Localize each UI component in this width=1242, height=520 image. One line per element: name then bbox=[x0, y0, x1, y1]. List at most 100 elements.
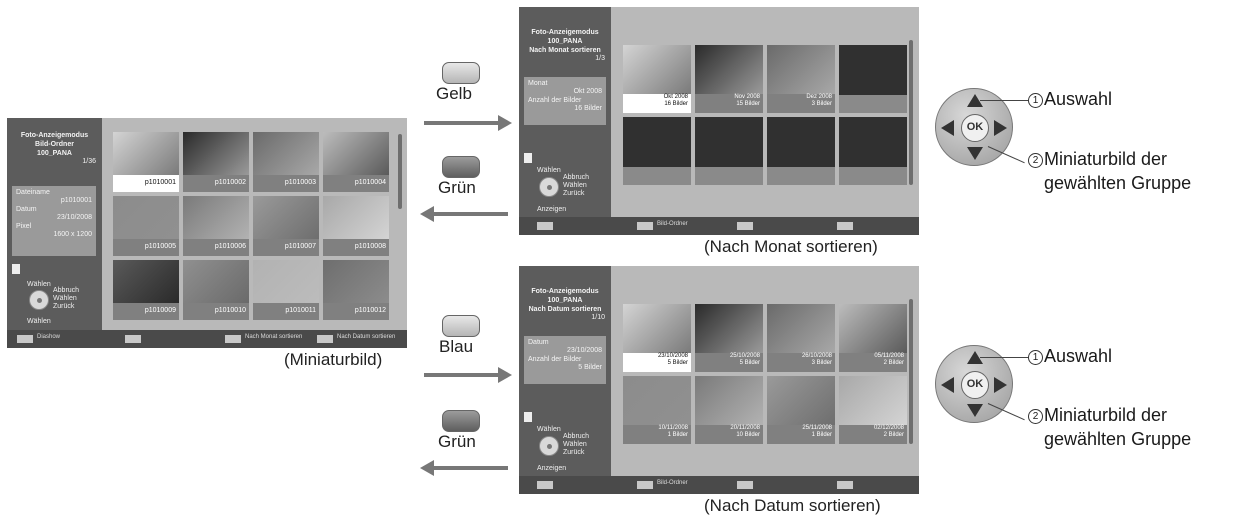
thumbnail[interactable]: p1010009 bbox=[113, 260, 179, 320]
folder-name: 100_PANA bbox=[547, 37, 583, 45]
info-label: Monat bbox=[528, 80, 548, 87]
bottom-bar: Bild-Ordner bbox=[519, 476, 919, 494]
caption-date: (Nach Datum sortieren) bbox=[704, 496, 881, 515]
group-info-box: Monat Okt 2008 Anzahl der Bilder 16 Bild… bbox=[524, 77, 606, 125]
photo-image bbox=[695, 376, 763, 425]
group-info-box: Datum 23/10/2008 Anzahl der Bilder 5 Bil… bbox=[524, 336, 606, 384]
down-arrow-icon bbox=[967, 404, 983, 417]
group-date: 10/11/2008 bbox=[658, 424, 688, 431]
page-count: 1/3 bbox=[595, 55, 605, 63]
thumbnail[interactable]: p1010012 bbox=[323, 260, 389, 320]
number-two-icon: 2 bbox=[1028, 153, 1043, 168]
select-label: Auswahl bbox=[1044, 89, 1113, 109]
scrollbar[interactable] bbox=[909, 299, 913, 444]
photo-image bbox=[113, 196, 179, 240]
thumbnail[interactable]: p1010002 bbox=[183, 132, 249, 192]
nav-select-label: Wählen bbox=[537, 426, 561, 433]
photo-image bbox=[113, 132, 179, 176]
down-arrow-icon bbox=[967, 147, 983, 160]
caption-month: (Nach Monat sortieren) bbox=[704, 237, 878, 256]
nav-back-label: Zurück bbox=[563, 190, 585, 197]
nav-view-label: Anzeigen bbox=[537, 465, 567, 472]
group-count: 15 Bilder bbox=[736, 100, 760, 107]
empty-thumbnail bbox=[767, 117, 835, 185]
blue-button-icon bbox=[442, 315, 480, 337]
thumbnail[interactable]: p1010003 bbox=[253, 132, 319, 192]
thumbnail[interactable]: p1010006 bbox=[183, 196, 249, 256]
leader-line bbox=[980, 100, 1028, 101]
photo-image bbox=[623, 304, 691, 353]
up-arrow-icon bbox=[967, 351, 983, 364]
folder-view-label: Bild-Ordner bbox=[657, 221, 688, 227]
green-key-icon bbox=[637, 222, 653, 230]
arrow-right-icon bbox=[424, 367, 512, 383]
number-two-icon: 2 bbox=[1028, 409, 1043, 424]
empty-thumbnail bbox=[695, 117, 763, 185]
file-name: p1010007 bbox=[284, 243, 316, 251]
group-date: 25/11/2008 bbox=[802, 424, 832, 431]
yellow-button-label: Gelb bbox=[436, 84, 472, 103]
info-label: Dateiname bbox=[16, 189, 50, 196]
photo-image bbox=[113, 260, 179, 304]
file-name: p1010009 bbox=[144, 307, 176, 315]
info-label: Datum bbox=[528, 339, 549, 346]
file-info-box: Dateiname p1010001 Datum 23/10/2008 Pixe… bbox=[12, 186, 96, 256]
info-label: Anzahl der Bilder bbox=[528, 355, 582, 363]
file-name: p1010012 bbox=[354, 307, 386, 315]
arrow-left-icon bbox=[420, 206, 508, 222]
photo-image bbox=[183, 260, 249, 304]
scrollbar[interactable] bbox=[909, 40, 913, 185]
info-label: Pixel bbox=[16, 222, 32, 230]
sort-date-label: Nach Datum sortieren bbox=[337, 334, 396, 340]
group-count: 1 Bilder bbox=[667, 431, 688, 438]
group-date: 20/11/2008 bbox=[730, 424, 760, 431]
red-key-icon bbox=[17, 335, 33, 343]
thumbnail[interactable]: p1010007 bbox=[253, 196, 319, 256]
info-value: p1010001 bbox=[60, 197, 92, 205]
blue-key-icon bbox=[317, 335, 333, 343]
group-date: 05/11/2008 bbox=[874, 352, 904, 359]
nav-choose-label: Wählen bbox=[53, 295, 77, 302]
dpad-icon bbox=[29, 290, 49, 310]
square-icon bbox=[12, 264, 20, 274]
thumbnail[interactable]: p1010004 bbox=[323, 132, 389, 192]
file-name: p1010011 bbox=[285, 307, 316, 315]
yellow-key-icon bbox=[737, 222, 753, 230]
thumbnail-screen: Foto-Anzeigemodus Bild-Ordner 100_PANA 1… bbox=[7, 118, 407, 348]
thumbnail[interactable]: p1010001 bbox=[113, 132, 179, 192]
right-arrow-icon bbox=[994, 120, 1007, 136]
thumb-label-line2: gewählten Gruppe bbox=[1044, 428, 1192, 449]
blue-key-icon bbox=[837, 481, 853, 489]
thumbnail[interactable]: p1010010 bbox=[183, 260, 249, 320]
left-arrow-icon bbox=[941, 120, 954, 136]
file-name: p1010005 bbox=[144, 243, 176, 251]
arrow-right-icon bbox=[424, 115, 512, 131]
photo-image bbox=[183, 196, 249, 240]
thumbnail[interactable]: p1010005 bbox=[113, 196, 179, 256]
number-one-icon: 1 bbox=[1028, 93, 1043, 108]
sort-mode: Nach Datum sortieren bbox=[528, 305, 602, 313]
photo-image bbox=[323, 196, 389, 240]
thumbnail[interactable]: p1010011 bbox=[253, 260, 319, 320]
group-count: 10 Bilder bbox=[736, 431, 760, 438]
thumbnail[interactable]: p1010008 bbox=[323, 196, 389, 256]
yellow-key-icon bbox=[737, 481, 753, 489]
photo-image bbox=[767, 45, 835, 94]
folder-view-label: Bild-Ordner bbox=[657, 480, 688, 486]
info-panel: Foto-Anzeigemodus 100_PANA Nach Datum so… bbox=[519, 266, 611, 476]
right-arrow-icon bbox=[994, 377, 1007, 393]
scrollbar[interactable] bbox=[398, 134, 402, 209]
info-value: 16 Bilder bbox=[574, 105, 602, 113]
